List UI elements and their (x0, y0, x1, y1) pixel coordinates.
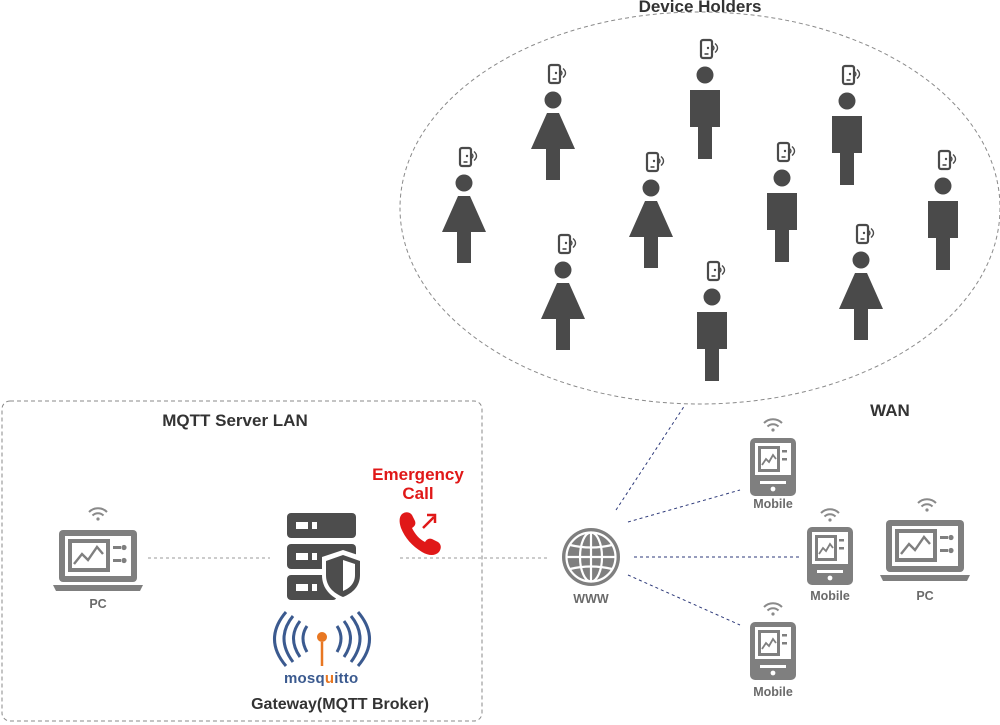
laptop-icon (51, 528, 145, 593)
logo-text-suffix: itto (334, 670, 359, 687)
mobile-label-3: Mobile (753, 685, 793, 699)
wan-title: WAN (870, 401, 910, 420)
pc-label-right: PC (916, 589, 934, 603)
person-icon (928, 151, 958, 270)
device-holders-region (399, 11, 1000, 405)
globe-icon (562, 528, 620, 586)
tablet-icon (806, 526, 854, 586)
shield-icon (322, 550, 364, 602)
person-icon (697, 262, 727, 381)
logo-text-highlight: u (324, 670, 335, 687)
person-icon (541, 235, 585, 350)
person-icon (442, 148, 486, 263)
mobile-label-2: Mobile (810, 589, 850, 603)
wifi-icon (917, 498, 937, 513)
gateway-label: Gateway(MQTT Broker) (251, 696, 429, 713)
person-icon (531, 65, 575, 180)
www-label: WWW (573, 592, 609, 606)
person-icon (629, 153, 673, 268)
person-icon (690, 40, 720, 159)
phone-call-icon (399, 512, 441, 555)
wan-link (627, 489, 741, 523)
mosquitto-logo-text: mosquitto (284, 670, 358, 687)
mqtt-lan-title: MQTT Server LAN (162, 411, 308, 430)
wifi-icon (88, 507, 108, 522)
tablet-icon (749, 437, 797, 497)
wan-link (627, 574, 741, 626)
emergency-line-2: Call (402, 484, 434, 503)
tablet-icon (749, 621, 797, 681)
pc-label-left: PC (89, 597, 107, 611)
device-holders-title: Device Holders (638, 0, 762, 16)
wifi-icon (763, 418, 783, 433)
mobile-label-1: Mobile (753, 497, 793, 511)
person-icon (832, 66, 862, 185)
person-icon (767, 143, 797, 262)
logo-text-prefix: mosq (284, 670, 325, 687)
wifi-icon (763, 602, 783, 617)
wifi-icon (820, 508, 840, 523)
emergency-call-label: Emergency Call (350, 465, 486, 503)
mqtt-lan-region (1, 400, 483, 722)
person-icon (839, 225, 883, 340)
mosquitto-logo-icon (273, 611, 371, 667)
laptop-icon (878, 518, 972, 583)
emergency-line-1: Emergency (372, 465, 464, 484)
wan-link (615, 404, 686, 511)
